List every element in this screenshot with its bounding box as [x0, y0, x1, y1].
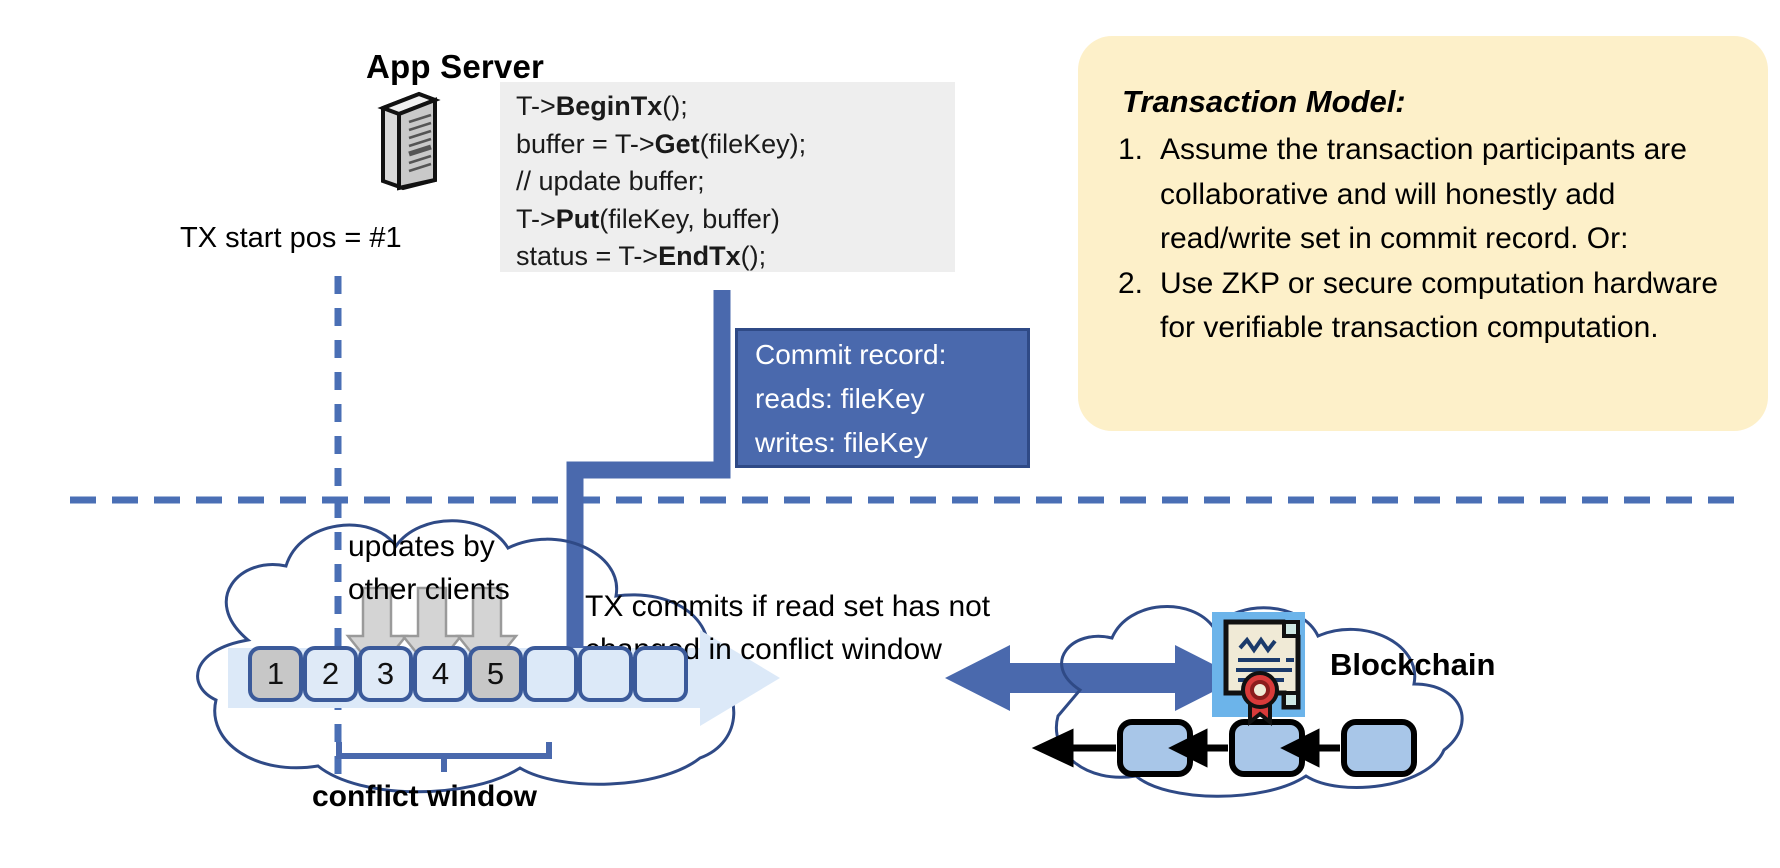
page-title: App Server [366, 48, 545, 85]
code-line-2: buffer = T->Get(fileKey); [516, 128, 807, 159]
server-tower-icon [377, 91, 441, 191]
commits-label-line-1: TX commits if read set has not [585, 590, 991, 623]
code-line-4: T->Put(fileKey, buffer) [516, 203, 780, 234]
tx-commits-condition-label: TX commits if read set has not changed i… [585, 585, 990, 671]
list-text: Assume the transaction participants are … [1160, 133, 1687, 255]
blockchain-label: Blockchain [1330, 647, 1496, 682]
commits-label-line-2: changed in conflict window [585, 633, 942, 666]
list-number: 1. [1118, 133, 1144, 166]
transaction-model-title: Transaction Model: [1122, 84, 1406, 119]
commit-record-box [735, 328, 1030, 468]
transaction-model-box [1078, 36, 1768, 431]
tx-start-position-label: TX start pos = #1 [180, 222, 402, 254]
conflict-window-label: conflict window [312, 780, 537, 813]
updates-label-line-1: updates by [348, 530, 495, 563]
transaction-model-item-1: 1. Assume the transaction participants ar… [1118, 128, 1748, 262]
commit-flow-connector-path [566, 290, 731, 655]
certificate-seal-icon [1212, 612, 1305, 727]
updates-by-other-clients-label: updates by other clients [348, 525, 510, 611]
list-number: 2. [1118, 266, 1144, 300]
commit-record-reads: reads: fileKey [755, 383, 925, 414]
transaction-model-list: 1. Assume the transaction participants ar… [1118, 128, 1748, 351]
blockchain-cloud [1054, 605, 1464, 798]
commit-record-title: Commit record: [755, 339, 947, 370]
blockchain-block-3 [1341, 719, 1417, 777]
commit-record-text: Commit record: reads: fileKey writes: fi… [755, 333, 1035, 465]
code-snippet-lines: T->BeginTx(); buffer = T->Get(fileKey); //… [516, 88, 956, 276]
ledger-band-arrow [700, 630, 780, 726]
code-line-5: status = T->EndTx(); [516, 241, 767, 271]
code-line-1: T->BeginTx(); [516, 91, 688, 121]
transaction-model-item-2: 2. Use ZKP or secure computation hardware… [1118, 262, 1748, 351]
blockchain-blocks-group [1031, 719, 1417, 777]
updates-label-line-2: other clients [348, 573, 510, 606]
conflict-window-brace [336, 742, 552, 766]
commit-record-writes: writes: fileKey [755, 427, 928, 458]
sync-double-arrow [945, 645, 1240, 711]
code-line-3: // update buffer; [516, 166, 705, 196]
code-snippet-box [500, 82, 955, 272]
list-text: Use ZKP or secure computation hardware f… [1160, 266, 1719, 345]
